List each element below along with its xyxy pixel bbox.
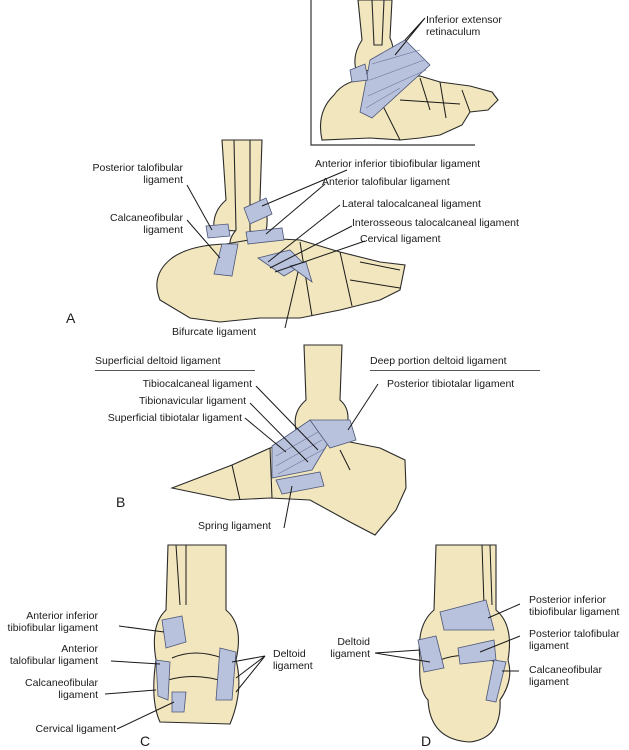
c-calcaneofibular-lig: [155, 659, 171, 701]
b-label-posterior-tibiotalar: Posterior tibiotalar ligament: [387, 378, 515, 390]
a-label-posterior-talofibular: Posterior talofibular ligament: [92, 162, 183, 186]
b-tibia: [294, 344, 349, 431]
panel-c-anterior-view: [104, 544, 266, 730]
d-calcaneofibular-lig: [485, 659, 507, 703]
b-posterior-tibiotalar-lig: [309, 419, 357, 449]
c-deltoid-lig: [215, 647, 237, 701]
b-header-deep-deltoid: Deep portion deltoid ligament: [370, 355, 540, 371]
b-label-superficial-tibiotalar: Superficial tibiotalar ligament: [107, 412, 242, 424]
a-anterior-talofibular-lig: [245, 227, 285, 245]
b-label-tibiocalcaneal: Tibiocalcaneal ligament: [142, 378, 252, 390]
a-label-cervical: Cervical ligament: [360, 233, 441, 245]
a-posterior-talofibular-lig: [205, 223, 231, 239]
panel-a-lateral-view: [156, 139, 406, 329]
inset-frame: [310, 0, 475, 146]
c-label-calcaneofibular: Calcaneofibular ligament: [25, 677, 98, 701]
b-spring-lig: [275, 471, 325, 495]
inset-lateral-view: [310, 0, 499, 146]
d-posterior-inferior-tibiofibular-lig: [439, 599, 495, 631]
b-leader-lines: [244, 383, 379, 529]
d-label-calcaneofibular: Calcaneofibular ligament: [529, 664, 602, 688]
a-label-anterior-inferior-tibiofibular: Anterior inferior tibiofibular ligament: [315, 158, 481, 170]
a-foot: [156, 237, 406, 323]
c-leader-lines: [104, 625, 266, 730]
a-calcaneofibular-lig: [213, 243, 239, 277]
inset-foot: [319, 75, 499, 141]
b-bone-borders: [231, 439, 351, 501]
a-label-anterior-talofibular: Anterior talofibular ligament: [322, 176, 450, 188]
c-cervical-lig: [171, 691, 187, 713]
b-header-superficial-deltoid: Superficial deltoid ligament: [95, 355, 255, 371]
d-deltoid-lig: [417, 635, 445, 673]
c-label-cervical: Cervical ligament: [35, 723, 116, 735]
a-bone-borders: [299, 241, 401, 317]
panel-letter-d: D: [421, 733, 432, 749]
panel-letter-b: B: [116, 494, 126, 510]
c-label-anterior-inferior-tibiofibular: Anterior inferior tibiofibular ligament: [7, 610, 98, 634]
d-leader-lines: [374, 603, 521, 672]
inset-retinaculum-fibers: [365, 49, 427, 109]
c-label-anterior-talofibular: Anterior talofibular ligament: [9, 643, 98, 667]
panel-letter-a: A: [66, 310, 76, 326]
d-label-posterior-inferior-tibiofibular: Posterior inferior tibiofibular ligament: [529, 594, 620, 618]
inset-fibula: [371, 0, 385, 46]
inset-ligament-small: [349, 63, 369, 83]
inset-label-inferior-extensor-retinaculum: Inferior extensor retinaculum: [426, 14, 502, 38]
panel-d-posterior-view: [374, 544, 521, 743]
inset-bone-borders: [379, 77, 471, 141]
a-label-interosseous-talocalcaneal: Interosseous talocalcaneal ligament: [352, 217, 519, 229]
inset-leader-retinaculum: [394, 17, 426, 56]
c-label-deltoid: Deltoid ligament: [273, 648, 313, 672]
b-superficial-tibiotalar-lig: [271, 419, 331, 479]
b-label-tibionavicular: Tibionavicular ligament: [139, 395, 246, 407]
c-anterior-inferior-tibiofibular-lig: [161, 615, 187, 649]
inset-retinaculum-band: [359, 39, 431, 119]
panel-letter-c: C: [140, 733, 151, 749]
a-label-calcaneofibular: Calcaneofibular ligament: [110, 212, 183, 236]
panel-b-medial-view: [170, 344, 407, 536]
d-label-posterior-talofibular: Posterior talofibular ligament: [529, 628, 620, 652]
a-label-bifurcate: Bifurcate ligament: [172, 326, 257, 338]
a-label-lateral-talocalcaneal: Lateral talocalcaneal ligament: [342, 198, 481, 210]
b-label-spring: Spring ligament: [198, 520, 271, 532]
c-bone-borders: [167, 544, 227, 683]
a-leader-lines: [186, 169, 366, 329]
d-label-deltoid: Deltoid ligament: [330, 636, 370, 660]
